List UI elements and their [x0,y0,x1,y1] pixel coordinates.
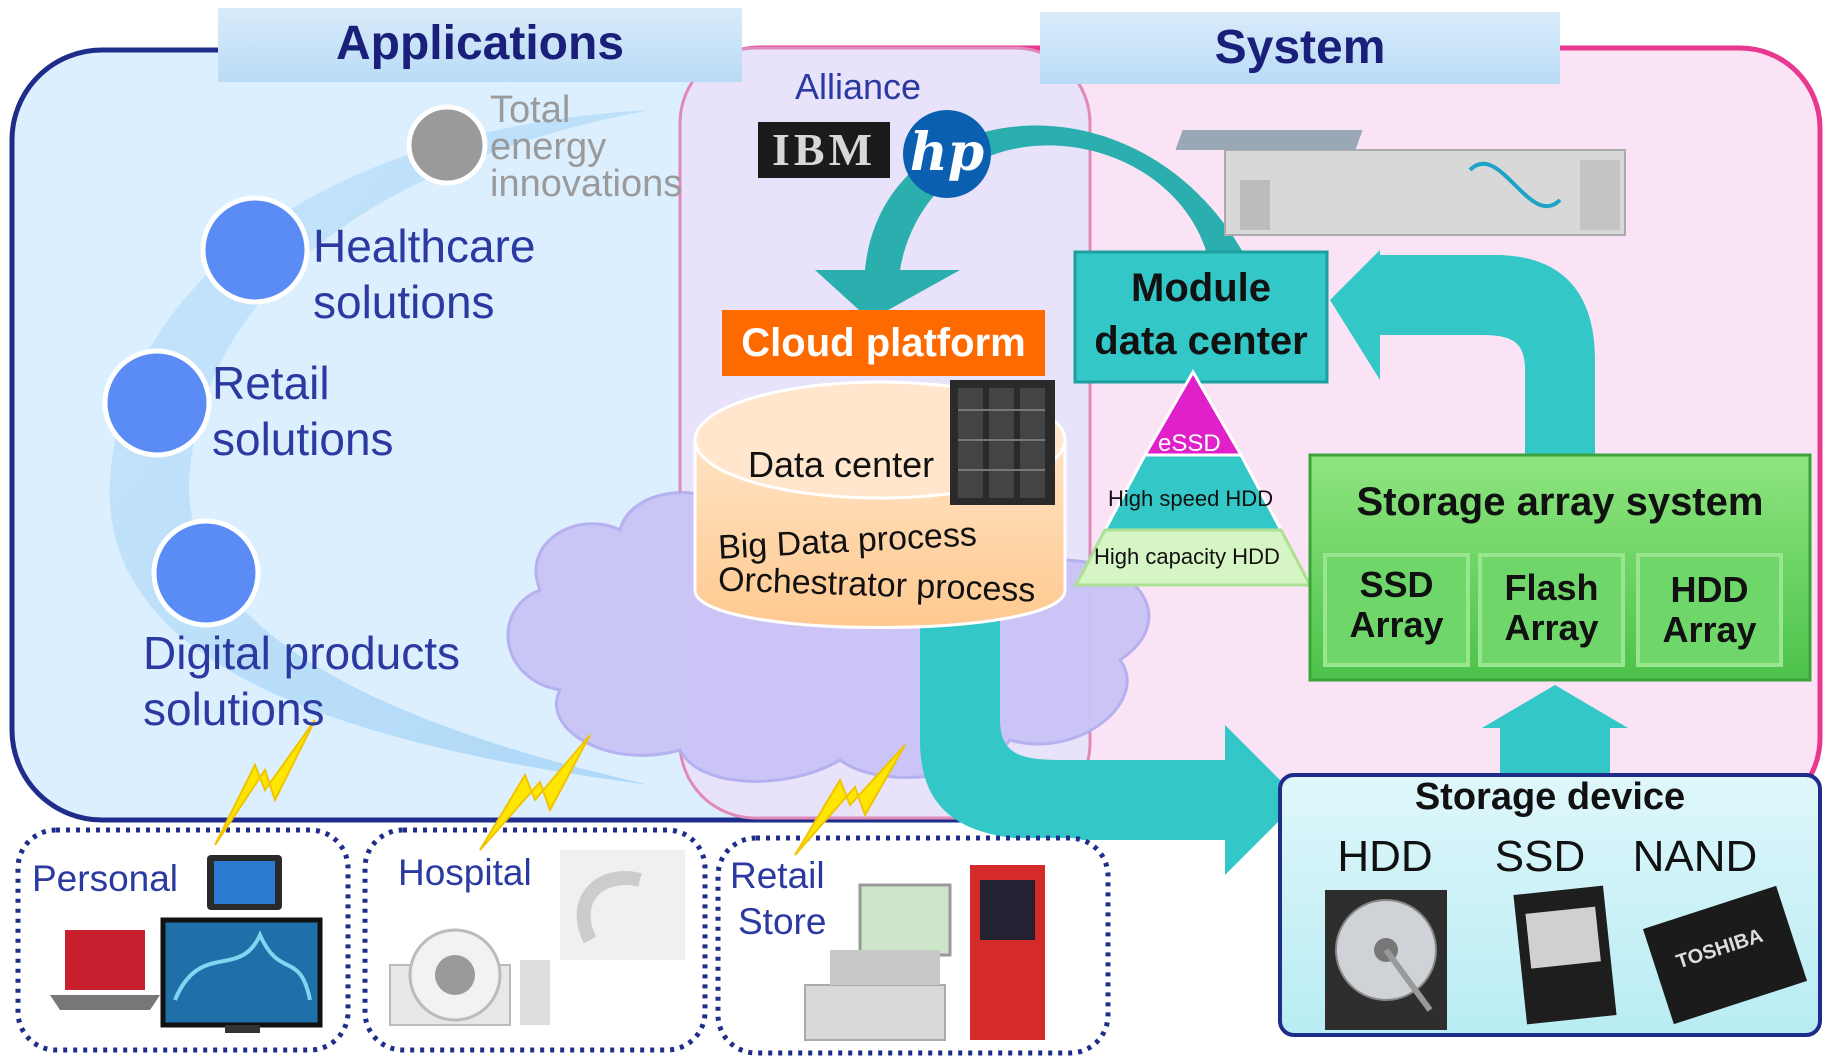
module-box [1073,250,1329,384]
ibm-logo: IBM [758,122,890,178]
arrow-device-to-array [1482,685,1628,780]
flash-array-box [1478,553,1625,667]
energy-label-line: energy [490,126,607,168]
laptop-image [50,930,160,1010]
arrow-to-storage-device [920,620,1300,875]
server-rack-image [950,380,1055,505]
retail-dot [102,348,212,458]
cloud-platform-label: Cloud platform [741,321,1026,365]
storage-array-title: Storage array system [1356,480,1764,524]
hdd-array-box [1636,553,1783,667]
lightning-bolt-retail [794,744,906,856]
data-center-label: Data center [748,444,935,485]
energy-label-line: innovations [490,163,683,205]
kiosk-image [970,865,1045,1040]
lightning-bolt-hospital [479,734,591,851]
healthcare-line: solutions [313,276,495,328]
array-line: Array [1504,607,1599,648]
module-label: Module data center [1075,262,1327,368]
ssd-array-label: SSD Array [1325,565,1468,645]
xray-equipment-image [560,850,685,960]
energy-label-line: Total [490,89,571,131]
container-datacenter-image [1175,130,1626,236]
arrow-array-to-module [1330,250,1595,455]
high-capacity-hdd-label: High capacity HDD [1094,544,1280,569]
flash-array-label: Flash Array [1480,568,1623,648]
pos-register-image [804,883,952,1041]
digital-line: Digital products [143,627,461,679]
tv-image [160,917,323,1033]
high-speed-hdd-label: High speed HDD [1108,486,1274,511]
hp-logo: hp [903,110,991,198]
array-line: Flash [1504,567,1599,608]
array-line: SSD [1359,564,1434,605]
module-line: data center [1094,319,1308,363]
cloud-platform-banner [722,310,1045,376]
retail-line: solutions [212,413,394,465]
array-line: HDD [1670,569,1749,610]
personal-label: Personal [32,858,179,899]
digital-dot [151,518,261,628]
system-header: System [1040,12,1560,84]
alliance-title: Alliance [795,66,922,107]
healthcare-dot [200,195,310,305]
tablet-image [207,855,282,910]
retail-store-line: Store [738,901,827,942]
retail-store-line: Retail [730,855,825,896]
hdd-type-label: HDD [1337,832,1433,881]
energy-label: Total energy innovations [490,89,683,205]
array-line: Array [1662,609,1757,650]
essd-label: eSSD [1158,430,1221,457]
nand-type-label: NAND [1632,832,1758,881]
hospital-label: Hospital [398,852,532,893]
ssd-array-box [1323,553,1470,667]
digital-label: Digital products solutions [143,625,460,737]
healthcare-line: Healthcare [313,220,536,272]
healthcare-label: Healthcare solutions [313,218,535,330]
digital-line: solutions [143,683,325,735]
nand-chip-image [1642,885,1808,1025]
ct-scanner-image [389,928,550,1026]
lightning-bolt-personal [214,719,316,846]
energy-dot [406,104,488,186]
retail-line: Retail [212,357,330,409]
retail-label: Retail solutions [212,355,394,467]
retail-store-label: Retail Store [730,853,826,945]
module-line: Module [1131,266,1271,310]
array-line: Array [1349,604,1444,645]
applications-header: Applications [218,8,742,82]
ssd-image [1513,885,1617,1025]
hdd-array-label: HDD Array [1638,570,1781,650]
hdd-image [1325,890,1447,1030]
storage-device-title: Storage device [1414,776,1686,818]
ssd-type-label: SSD [1494,832,1586,881]
